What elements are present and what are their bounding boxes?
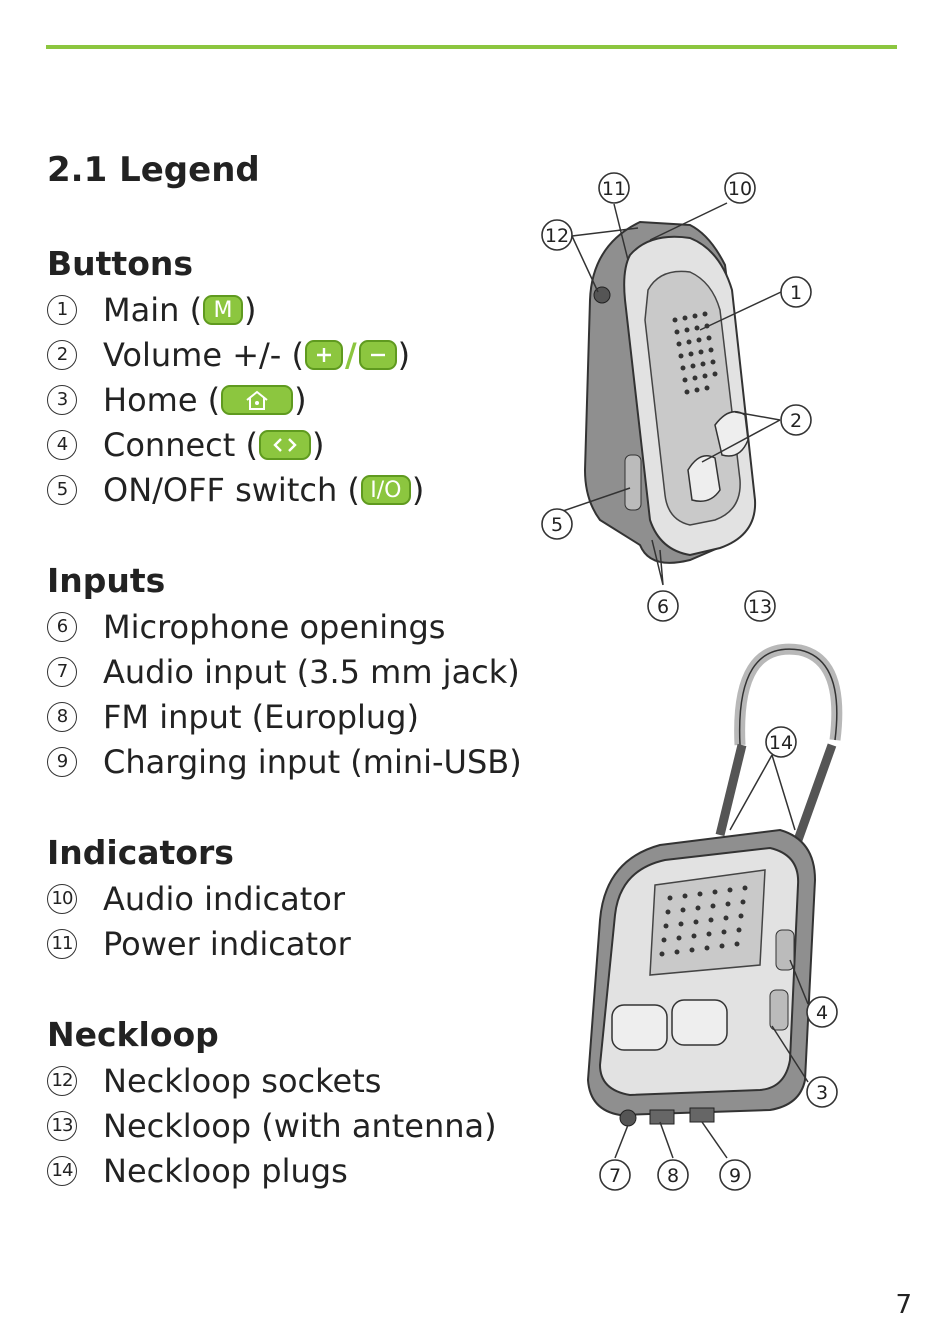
item-label: FM input (Europlug) xyxy=(103,698,419,736)
number-badge: 7 xyxy=(47,657,77,687)
legend-item-volume: 2 Volume +/- ( / ) xyxy=(47,335,410,375)
callout-number: 6 xyxy=(657,596,669,618)
legend-item-neckloop-antenna: 13 Neckloop (with antenna) xyxy=(47,1106,497,1146)
legend-item-audio-indicator: 10 Audio indicator xyxy=(47,879,345,919)
number-badge: 3 xyxy=(47,385,77,415)
callout-number: 7 xyxy=(609,1165,621,1187)
home-icon xyxy=(221,385,294,415)
callout-number: 9 xyxy=(729,1165,741,1187)
item-label-end: ) xyxy=(294,381,307,419)
item-label: Charging input (mini-USB) xyxy=(103,743,522,781)
item-label: Main ( xyxy=(103,291,203,329)
item-label: Microphone openings xyxy=(103,608,446,646)
callout-circle xyxy=(780,276,812,308)
callout-circle xyxy=(765,726,797,758)
number-badge: 14 xyxy=(47,1156,77,1186)
item-label: Home ( xyxy=(103,381,221,419)
callout-circle xyxy=(541,508,573,540)
number-badge: 5 xyxy=(47,475,77,505)
callout-circle xyxy=(744,590,776,622)
main-button-icon: M xyxy=(203,295,244,325)
callout-number: 13 xyxy=(748,596,772,618)
legend-item-audio-input: 7 Audio input (3.5 mm jack) xyxy=(47,652,520,692)
number-badge: 11 xyxy=(47,929,77,959)
item-label: Neckloop plugs xyxy=(103,1152,348,1190)
callout-circle xyxy=(806,1076,838,1108)
slash-separator: / xyxy=(344,336,357,374)
number-badge: 1 xyxy=(47,295,77,325)
item-label-end: ) xyxy=(244,291,257,329)
number-badge: 4 xyxy=(47,430,77,460)
legend-item-main: 1 Main ( M ) xyxy=(47,290,257,330)
callout-circle xyxy=(780,404,812,436)
item-label: ON/OFF switch ( xyxy=(103,471,360,509)
callout-number: 5 xyxy=(551,514,563,536)
callout-circle xyxy=(806,996,838,1028)
callout-number: 8 xyxy=(667,1165,679,1187)
callout-number: 4 xyxy=(816,1002,828,1024)
item-label-end: ) xyxy=(397,336,411,374)
callout-number: 2 xyxy=(790,410,802,432)
item-label-end: ) xyxy=(411,471,425,509)
number-badge: 10 xyxy=(47,884,77,914)
volume-up-icon xyxy=(304,340,343,370)
legend-item-home: 3 Home ( ) xyxy=(47,380,307,420)
item-label: Volume +/- ( xyxy=(103,336,304,374)
item-label: Connect ( xyxy=(103,426,258,464)
callout-circle xyxy=(541,219,573,251)
item-label-end: ) xyxy=(311,426,325,464)
callout-circle xyxy=(719,1159,751,1191)
heading-inputs: Inputs xyxy=(47,561,166,600)
item-label: Audio input (3.5 mm jack) xyxy=(103,653,520,691)
callout-circle xyxy=(657,1159,689,1191)
heading-neckloop: Neckloop xyxy=(47,1015,219,1054)
legend-item-power-indicator: 11 Power indicator xyxy=(47,924,351,964)
item-label: Audio indicator xyxy=(103,880,345,918)
connect-icon xyxy=(258,430,311,460)
volume-down-icon xyxy=(358,340,397,370)
page-number: 7 xyxy=(895,1290,912,1320)
heading-buttons: Buttons xyxy=(47,244,194,283)
callout-number: 14 xyxy=(769,732,793,754)
legend-item-connect: 4 Connect ( ) xyxy=(47,425,324,465)
callout-number: 11 xyxy=(602,178,626,200)
on-off-switch-icon: I/O xyxy=(360,475,411,505)
legend-item-neckloop-plugs: 14 Neckloop plugs xyxy=(47,1151,348,1191)
legend-item-on-off-switch: 5 ON/OFF switch ( I/O ) xyxy=(47,470,424,510)
number-badge: 12 xyxy=(47,1066,77,1096)
number-badge: 6 xyxy=(47,612,77,642)
item-label: Neckloop sockets xyxy=(103,1062,382,1100)
callout-number: 1 xyxy=(790,282,802,304)
item-label: Neckloop (with antenna) xyxy=(103,1107,497,1145)
item-label: Power indicator xyxy=(103,925,351,963)
number-badge: 2 xyxy=(47,340,77,370)
callout-circle xyxy=(598,172,630,204)
callout-number: 3 xyxy=(816,1082,828,1104)
device-bottom-view xyxy=(586,643,843,1127)
number-badge: 9 xyxy=(47,747,77,777)
number-badge: 8 xyxy=(47,702,77,732)
callout-circle xyxy=(599,1159,631,1191)
callout-circle xyxy=(647,590,679,622)
section-title: 2.1 Legend xyxy=(47,150,260,190)
device-top-view xyxy=(583,220,757,564)
legend-item-neckloop-sockets: 12 Neckloop sockets xyxy=(47,1061,381,1101)
callout-circle xyxy=(724,172,756,204)
number-badge: 13 xyxy=(47,1111,77,1141)
top-rule xyxy=(46,45,897,49)
legend-item-microphone: 6 Microphone openings xyxy=(47,607,445,647)
heading-indicators: Indicators xyxy=(47,833,234,872)
legend-item-charging-input: 9 Charging input (mini-USB) xyxy=(47,742,522,782)
legend-item-fm-input: 8 FM input (Europlug) xyxy=(47,697,419,737)
callout-number: 12 xyxy=(545,225,569,247)
callout-number: 10 xyxy=(728,178,752,200)
